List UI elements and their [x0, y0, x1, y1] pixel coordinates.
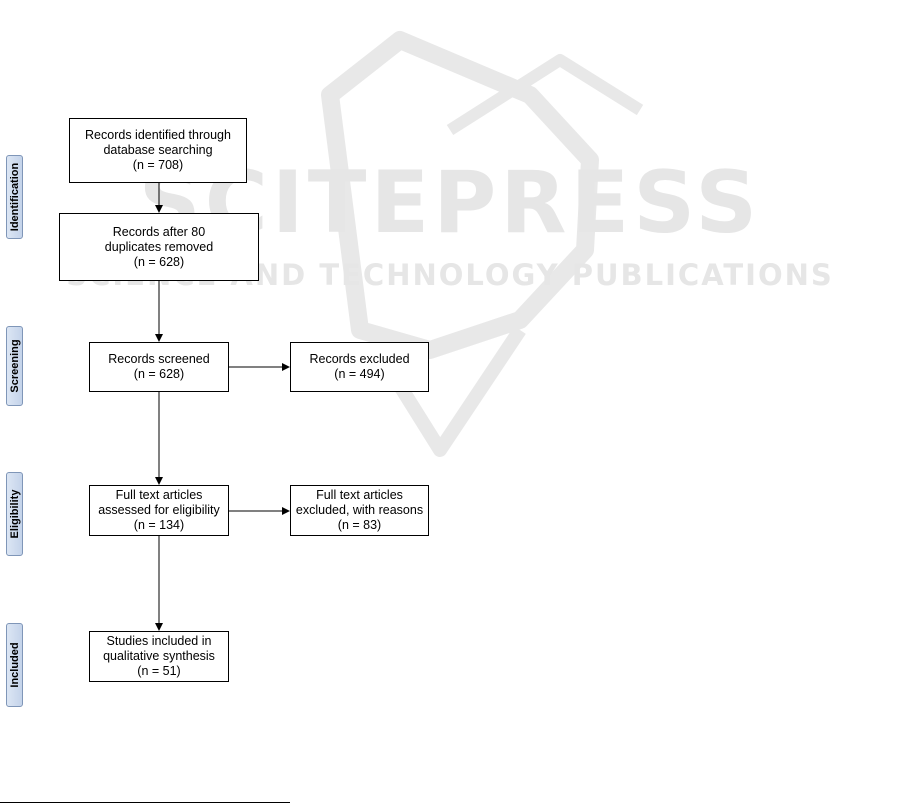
- box-included-line1: Studies included in: [106, 634, 212, 648]
- box-screened-count: (n = 628): [133, 367, 185, 381]
- box-records-after-duplicates: Records after 80 duplicates removed (n =…: [59, 213, 259, 281]
- box-full-text-excluded-line2: excluded, with reasons: [295, 503, 424, 517]
- box-full-text-line2: assessed for eligibility: [98, 503, 220, 517]
- stage-screening: Screening: [6, 326, 23, 406]
- box-records-screened: Records screened (n = 628): [89, 342, 229, 392]
- stage-eligibility: Eligibility: [6, 472, 23, 556]
- box-after-duplicates-count: (n = 628): [133, 254, 185, 269]
- box-full-text-excluded: Full text articles excluded, with reason…: [290, 485, 429, 536]
- box-full-text-excluded-line1: Full text articles: [316, 488, 403, 502]
- box-full-text-count: (n = 134): [133, 518, 185, 532]
- box-records-excluded: Records excluded (n = 494): [290, 342, 429, 392]
- box-after-duplicates-line2: duplicates removed: [104, 239, 214, 254]
- box-included-line2: qualitative synthesis: [103, 649, 215, 663]
- box-records-identified-line2: database searching: [103, 143, 213, 157]
- box-full-text-line1: Full text articles: [115, 488, 203, 502]
- box-full-text-excluded-count: (n = 83): [337, 518, 382, 532]
- stage-identification: Identification: [6, 155, 23, 239]
- box-records-identified: Records identified through database sear…: [69, 118, 247, 183]
- stage-included: Included: [6, 623, 23, 707]
- box-full-text-assessed: Full text articles assessed for eligibil…: [89, 485, 229, 536]
- box-excluded-line1: Records excluded: [309, 352, 410, 366]
- box-excluded-count: (n = 494): [334, 367, 385, 381]
- box-records-identified-line1: Records identified through: [85, 128, 231, 142]
- footnote-rule: [0, 802, 290, 803]
- box-screened-line1: Records screened: [108, 352, 210, 366]
- box-included-count: (n = 51): [137, 664, 181, 678]
- box-records-identified-count: (n = 708): [132, 158, 184, 172]
- box-after-duplicates-line1: Records after 80: [112, 224, 206, 239]
- box-studies-included: Studies included in qualitative synthesi…: [89, 631, 229, 682]
